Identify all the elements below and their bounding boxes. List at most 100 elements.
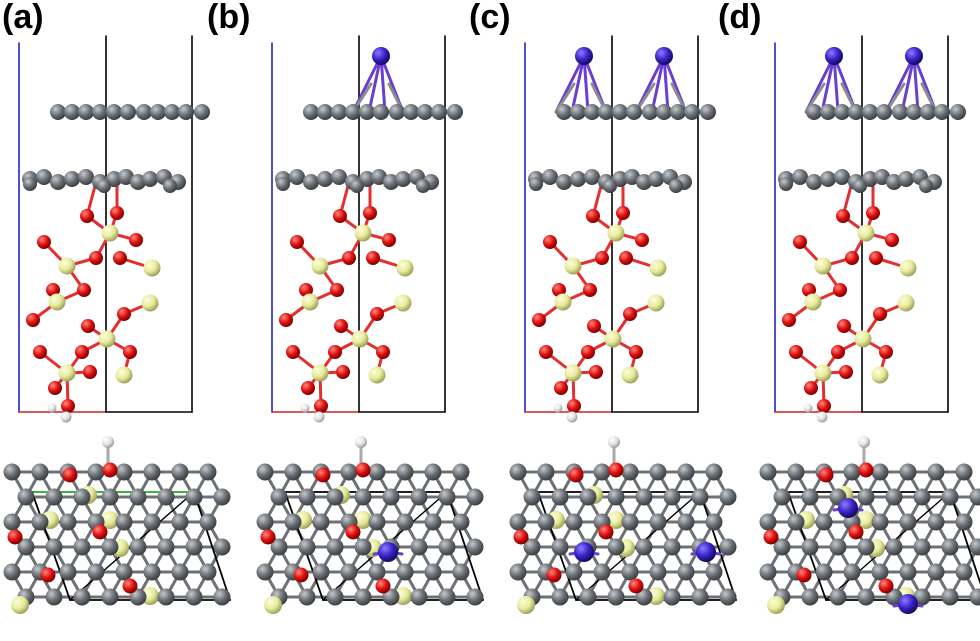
oxygen-atom: [299, 283, 313, 297]
oxygen-atom: [793, 235, 807, 249]
carbon-atom: [886, 174, 902, 190]
carbon-atom: [143, 463, 161, 481]
carbon-atom: [523, 538, 541, 556]
carbon-atom: [129, 488, 147, 506]
carbon-atom: [663, 488, 681, 506]
carbon-atom: [270, 488, 288, 506]
oxygen-atom: [836, 209, 850, 223]
oxygen-atom: [848, 524, 864, 540]
carbon-atom: [843, 463, 861, 481]
carbon-atom: [213, 538, 231, 556]
carbon-atom: [3, 513, 21, 531]
carbon-atom: [143, 513, 161, 531]
carbon-atom: [50, 104, 66, 120]
carbon-atom: [677, 513, 695, 531]
carbon-atom: [64, 171, 80, 187]
carbon-atom: [642, 104, 658, 120]
carbon-atom: [331, 169, 347, 185]
carbon-atom: [719, 538, 737, 556]
carbon-atom: [340, 463, 358, 481]
carbon-atom: [705, 463, 723, 481]
carbon-atom: [649, 513, 667, 531]
oxygen-atom: [831, 345, 845, 359]
carbon-atom: [396, 563, 414, 581]
silicon-atom: [58, 257, 76, 275]
carbon-atom: [78, 104, 94, 120]
silicon-atom: [301, 293, 319, 311]
hydrogen-atom: [553, 403, 563, 413]
carbon-atom: [691, 588, 709, 606]
carbon-atom: [256, 463, 274, 481]
carbon-atom: [820, 104, 836, 120]
oxygen-atom: [581, 345, 595, 359]
carbon-atom: [874, 169, 890, 185]
carbon-atom: [556, 174, 572, 190]
carbon-atom: [389, 104, 405, 120]
carbon-atom: [466, 488, 484, 506]
carbon-atom: [31, 513, 49, 531]
carbon-atom: [773, 538, 791, 556]
carbon-atom: [759, 463, 777, 481]
carbon-atom: [677, 563, 695, 581]
carbon-atom: [45, 588, 63, 606]
carbon-atom: [635, 488, 653, 506]
panel-label-d: (d): [718, 0, 762, 36]
carbon-atom: [969, 488, 980, 506]
carbon-atom: [876, 104, 892, 120]
oxygen-atom: [587, 319, 601, 333]
carbon-atom: [885, 588, 903, 606]
hydrogen-atom: [313, 411, 325, 423]
silicon-atom: [141, 294, 159, 312]
oxygen-atom: [77, 283, 91, 297]
carbon-atom: [256, 563, 274, 581]
carbon-atom: [899, 463, 917, 481]
oxygen-atom: [102, 462, 118, 478]
carbon-atom: [163, 179, 177, 193]
adsorbate-atom: [655, 47, 673, 65]
carbon-atom: [892, 104, 908, 120]
carbon-atom: [36, 169, 52, 185]
carbon-atom: [603, 179, 617, 193]
bond: [820, 54, 836, 114]
adsorbate-atom: [575, 47, 593, 65]
carbon-atom: [913, 588, 931, 606]
carbon-atom: [368, 563, 386, 581]
carbon-atom: [649, 563, 667, 581]
carbon-atom: [438, 588, 456, 606]
oxygen-atom: [26, 313, 40, 327]
silicon-atom: [814, 364, 832, 382]
carbon-atom: [466, 538, 484, 556]
silicon-atom: [394, 294, 412, 312]
carbon-atom: [171, 513, 189, 531]
silicon-atom: [58, 364, 76, 382]
silicon-atom: [857, 511, 875, 529]
oxygen-atom: [328, 345, 342, 359]
oxygen-atom: [583, 283, 597, 297]
carbon-atom: [129, 538, 147, 556]
oxygen-atom: [315, 467, 331, 483]
carbon-atom: [438, 538, 456, 556]
adsorbate-atom: [696, 542, 716, 562]
oxygen-atom: [833, 283, 847, 297]
carbon-atom: [579, 588, 597, 606]
carbon-atom: [270, 538, 288, 556]
carbon-atom: [969, 538, 980, 556]
silicon-atom: [311, 364, 329, 382]
carbon-atom: [354, 588, 372, 606]
silicon-atom: [767, 596, 785, 614]
oxygen-atom: [123, 345, 137, 359]
silicon-atom: [604, 330, 622, 348]
panel-label-b: (b): [207, 0, 251, 36]
carbon-atom: [584, 169, 600, 185]
carbon-atom: [829, 588, 847, 606]
carbon-atom: [115, 463, 133, 481]
carbon-atom: [885, 538, 903, 556]
carbon-atom: [185, 488, 203, 506]
carbon-atom: [612, 104, 628, 120]
carbon-atom: [424, 563, 442, 581]
adsorbate-atom: [825, 47, 843, 65]
silicon-atom: [854, 330, 872, 348]
carbon-atom: [857, 588, 875, 606]
hydrogen-atom: [102, 436, 114, 448]
